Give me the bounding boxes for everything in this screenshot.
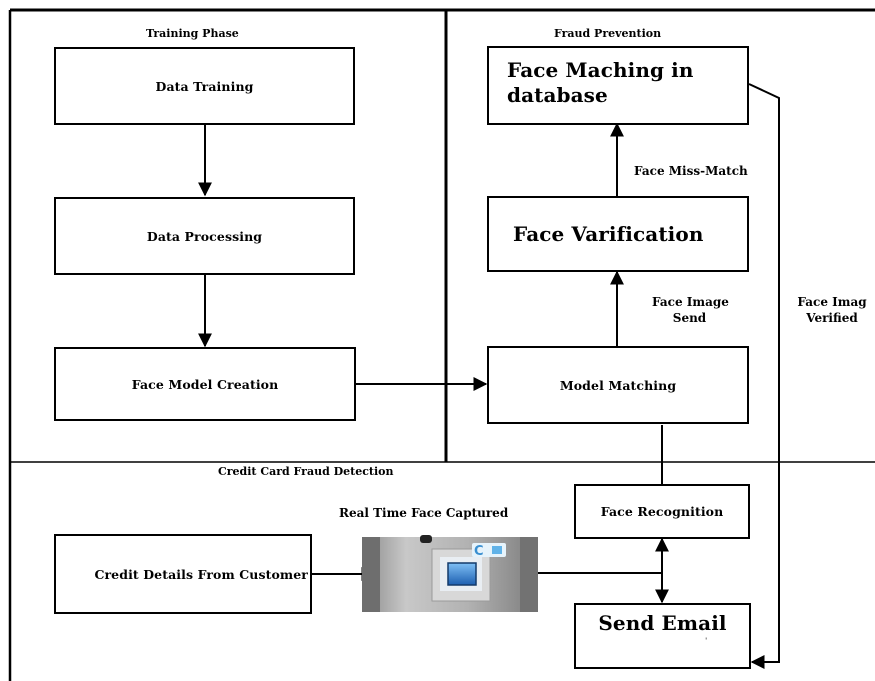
face-recognition-box: Face Recognition [574,484,750,539]
face-verification-box: Face Varification [487,196,749,272]
face-model-creation-box: Face Model Creation [54,347,356,421]
real-time-capture-label: Real Time Face Captured [339,506,509,520]
credit-details-box: Credit Details From Customer [54,534,312,614]
data-training-box: Data Training [54,47,355,125]
face-miss-match-label: Face Miss-Match [634,164,748,178]
face-image-send-line2: Send [672,311,707,326]
fraud-prevention-title: Fraud Prevention [554,27,662,40]
data-processing-box: Data Processing [54,197,355,275]
stray-mark: ˈ [705,637,708,646]
face-image-verified-line1: Face Imag [797,295,867,309]
face-image-verified-label: Face Imag Verified [789,294,875,326]
face-image-send-line1: Face Image [652,295,729,309]
send-email-box: Send Email [574,603,751,669]
face-image-send-label: Face Image Send [652,294,729,326]
model-matching-box: Model Matching [487,346,749,424]
fraud-detection-title: Credit Card Fraud Detection [218,465,394,478]
camera-logo-text: C [474,544,484,559]
camera-device-icon: C [362,535,538,612]
section-frame [8,8,875,681]
training-phase-title: Training Phase [146,27,239,40]
face-image-verified-line2: Verified [806,311,858,326]
face-matching-box: Face Maching in database [487,46,749,125]
arrow-database-to-email [748,83,780,669]
